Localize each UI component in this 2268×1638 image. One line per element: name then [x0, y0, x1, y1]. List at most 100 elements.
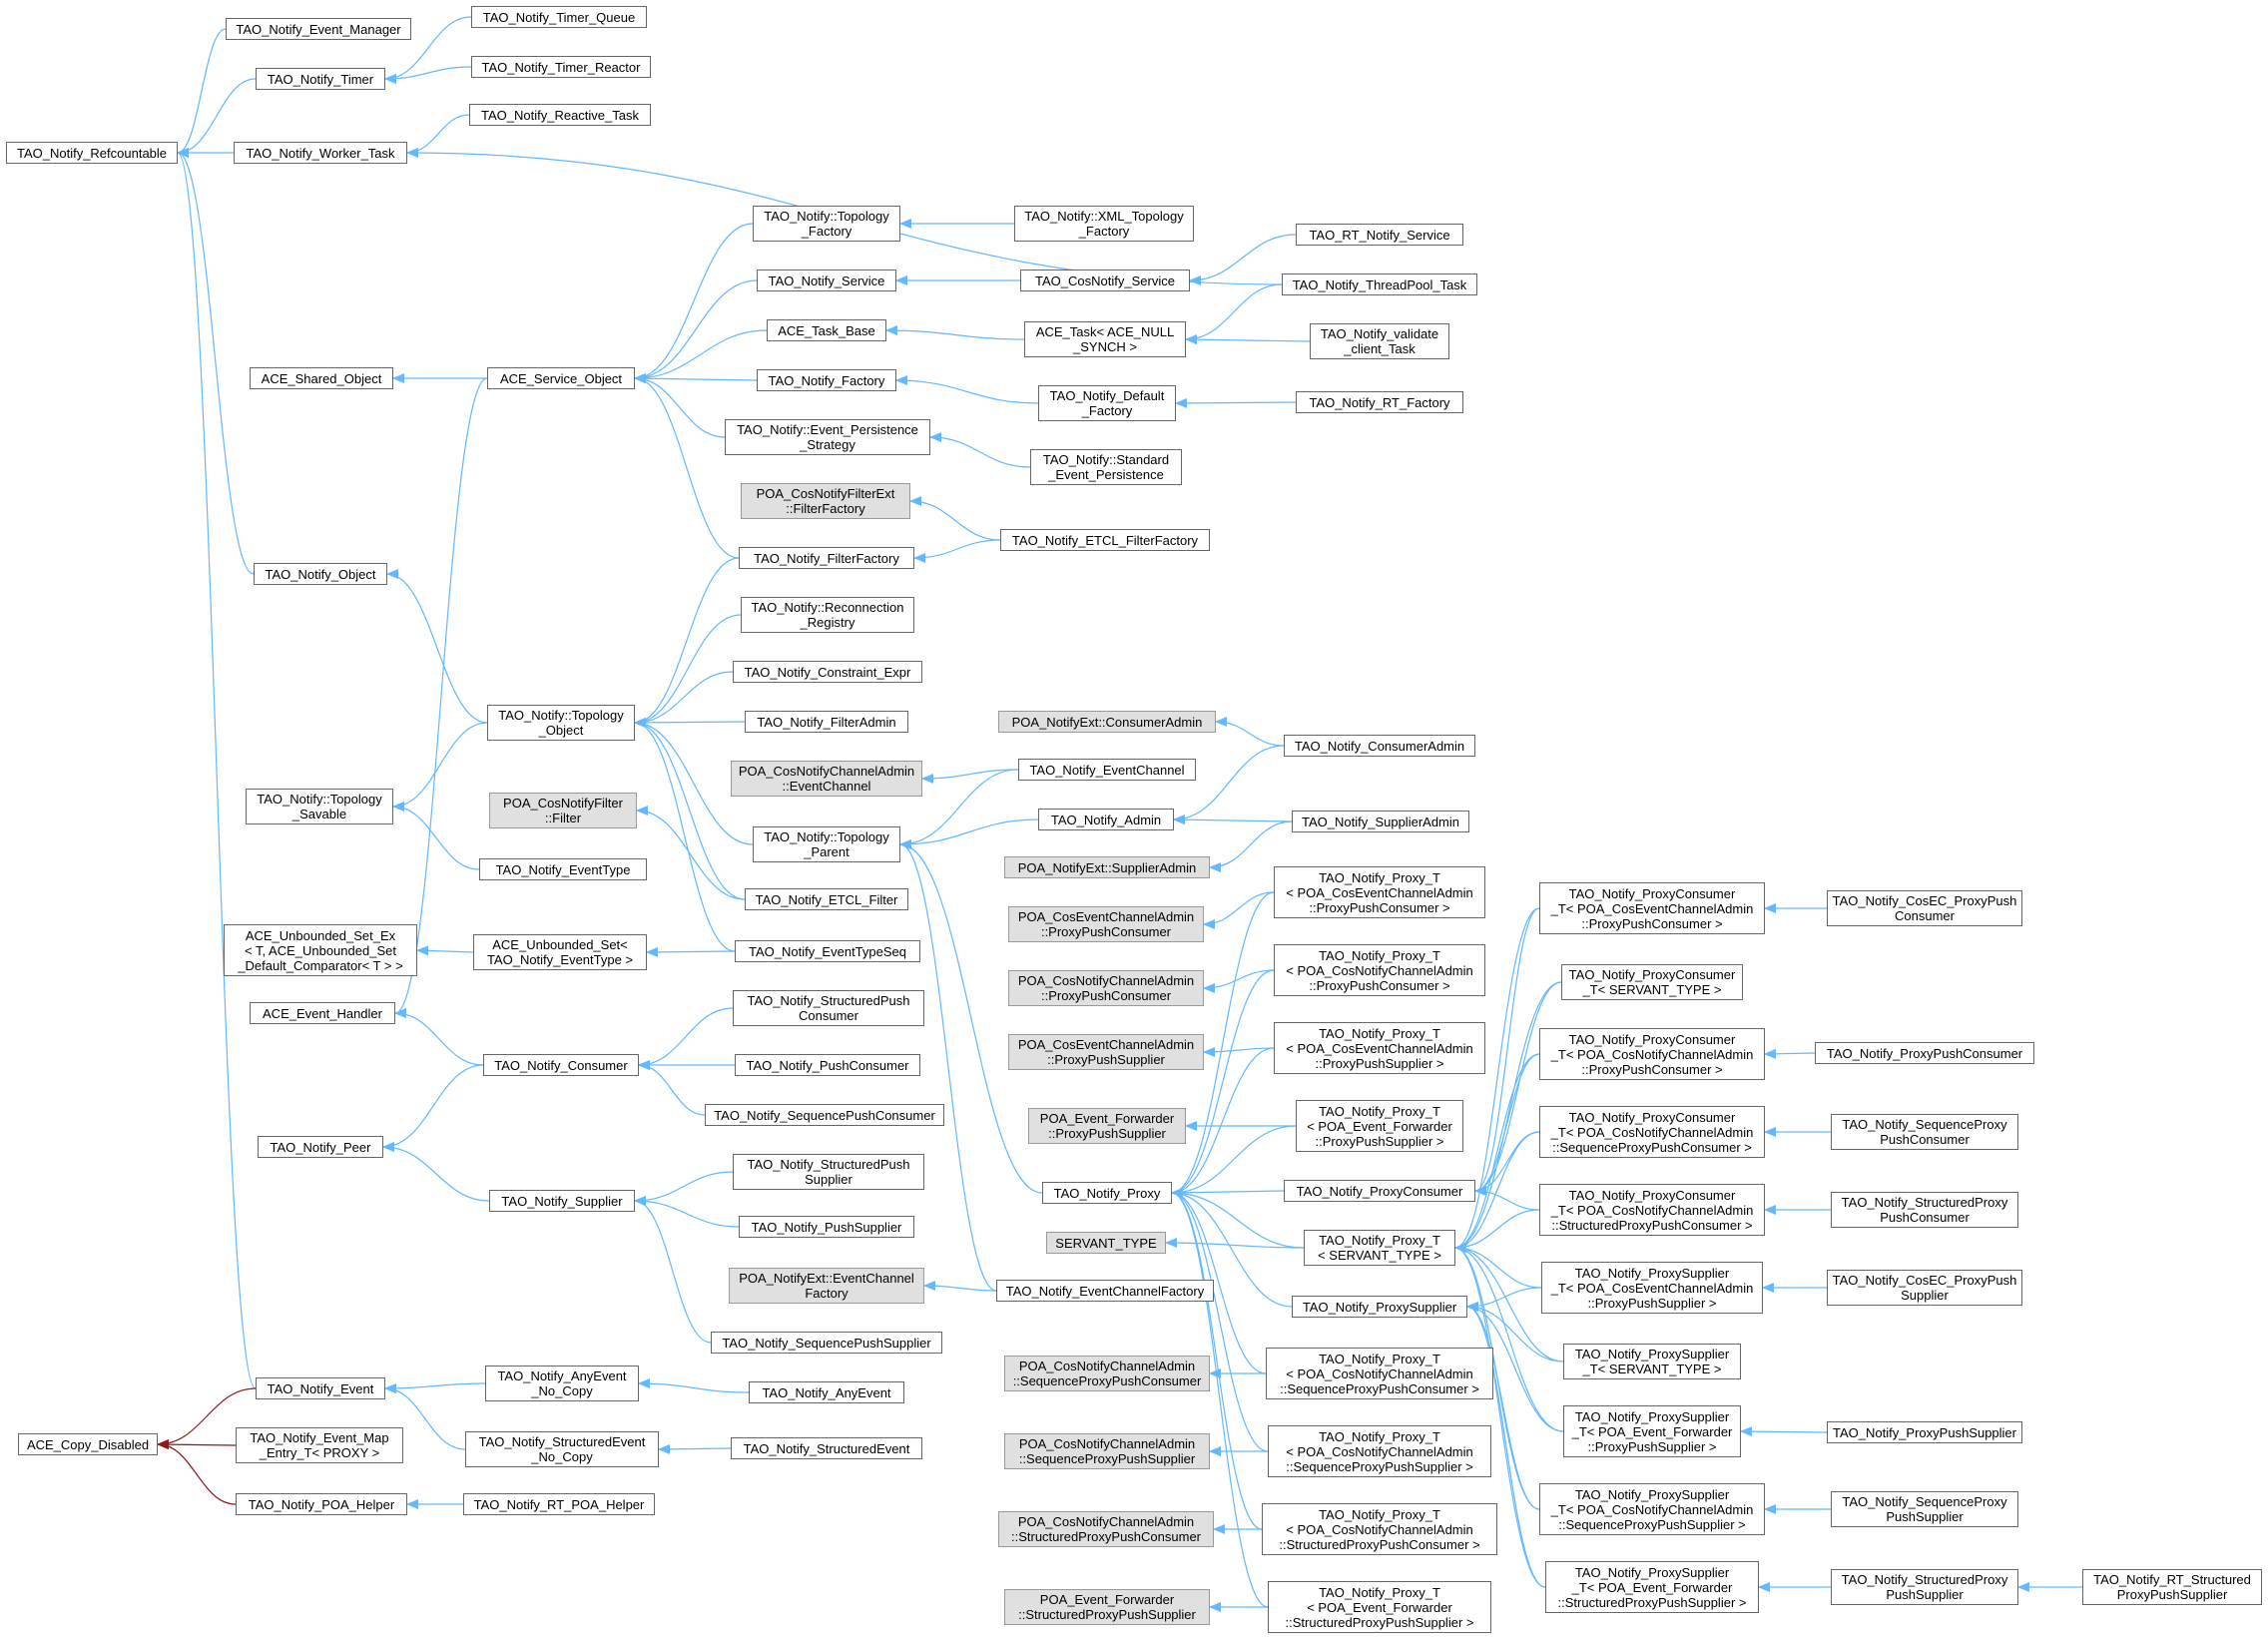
node-notify-supplier[interactable]: TAO_Notify_Supplier [489, 1190, 635, 1212]
node-proxy-t-cosnotify-strppc[interactable]: TAO_Notify_Proxy_T < POA_CosNotifyChanne… [1262, 1503, 1497, 1555]
node-consumeradmin[interactable]: TAO_Notify_ConsumerAdmin [1284, 735, 1475, 757]
node-notify-proxy[interactable]: TAO_Notify_Proxy [1042, 1182, 1172, 1204]
node-ace-unbounded-set[interactable]: ACE_Unbounded_Set< TAO_Notify_EventType … [473, 934, 647, 970]
node-timer-queue[interactable]: TAO_Notify_Timer_Queue [471, 6, 647, 28]
node-reconnection-registry[interactable]: TAO_Notify::Reconnection _Registry [741, 597, 914, 633]
node-topology-object[interactable]: TAO_Notify::Topology _Object [487, 705, 635, 741]
node-proxy-t-servant[interactable]: TAO_Notify_Proxy_T < SERVANT_TYPE > [1304, 1230, 1455, 1266]
node-poa-cosevent-proxypushconsumer[interactable]: POA_CosEventChannelAdmin ::ProxyPushCons… [1008, 906, 1204, 942]
node-pushsupplier[interactable]: TAO_Notify_PushSupplier [739, 1216, 914, 1238]
node-proxy-t-cosnotify-seqppc[interactable]: TAO_Notify_Proxy_T < POA_CosNotifyChanne… [1266, 1348, 1493, 1399]
node-timer[interactable]: TAO_Notify_Timer [256, 68, 385, 90]
node-ace-service-object[interactable]: ACE_Service_Object [487, 367, 635, 389]
node-eventtypeseq[interactable]: TAO_Notify_EventTypeSeq [735, 940, 920, 962]
node-event-manager[interactable]: TAO_Notify_Event_Manager [226, 18, 411, 40]
node-structuredevent-no-copy[interactable]: TAO_Notify_StructuredEvent _No_Copy [465, 1431, 659, 1467]
node-pc-t-servant[interactable]: TAO_Notify_ProxyConsumer _T< SERVANT_TYP… [1561, 964, 1743, 1000]
node-notify-object[interactable]: TAO_Notify_Object [254, 563, 387, 585]
node-refcountable[interactable]: TAO_Notify_Refcountable [6, 142, 178, 164]
node-poa-filter[interactable]: POA_CosNotifyFilter ::Filter [489, 793, 637, 828]
node-rt-notify-service[interactable]: TAO_RT_Notify_Service [1296, 224, 1463, 246]
node-notify-factory[interactable]: TAO_Notify_Factory [757, 369, 896, 391]
node-supplieradmin[interactable]: TAO_Notify_SupplierAdmin [1292, 811, 1469, 832]
node-poa-eventchannelfactory[interactable]: POA_NotifyExt::EventChannel Factory [729, 1268, 924, 1304]
node-topology-factory[interactable]: TAO_Notify::Topology _Factory [753, 206, 900, 242]
node-poa-cosevent-proxypushsupplier[interactable]: POA_CosEventChannelAdmin ::ProxyPushSupp… [1008, 1034, 1204, 1070]
node-constraint-expr[interactable]: TAO_Notify_Constraint_Expr [733, 661, 922, 683]
node-proxypushconsumer[interactable]: TAO_Notify_ProxyPushConsumer [1815, 1042, 2034, 1064]
node-notify-peer[interactable]: TAO_Notify_Peer [258, 1136, 383, 1158]
node-rt-poa-helper[interactable]: TAO_Notify_RT_POA_Helper [463, 1493, 655, 1515]
node-ps-t-servant[interactable]: TAO_Notify_ProxySupplier _T< SERVANT_TYP… [1563, 1344, 1741, 1379]
node-proxy-t-cosnotify-seqpps[interactable]: TAO_Notify_Proxy_T < POA_CosNotifyChanne… [1268, 1425, 1491, 1477]
node-proxy-t-forwarder-strpps[interactable]: TAO_Notify_Proxy_T < POA_Event_Forwarder… [1268, 1581, 1491, 1633]
node-pc-t-cosnotify-ppc[interactable]: TAO_Notify_ProxyConsumer _T< POA_CosNoti… [1539, 1028, 1765, 1080]
node-structuredproxypushconsumer[interactable]: TAO_Notify_StructuredProxy PushConsumer [1831, 1192, 2018, 1228]
node-servant-type[interactable]: SERVANT_TYPE [1046, 1232, 1166, 1254]
node-xml-topology-factory[interactable]: TAO_Notify::XML_Topology _Factory [1014, 206, 1194, 242]
node-poa-filterfactory[interactable]: POA_CosNotifyFilterExt ::FilterFactory [741, 483, 910, 519]
node-sequenceproxypushconsumer[interactable]: TAO_Notify_SequenceProxy PushConsumer [1831, 1114, 2018, 1150]
node-notify-proxyconsumer[interactable]: TAO_Notify_ProxyConsumer [1284, 1180, 1475, 1202]
node-topology-parent[interactable]: TAO_Notify::Topology _Parent [753, 826, 900, 862]
node-event-map-entry[interactable]: TAO_Notify_Event_Map _Entry_T< PROXY > [236, 1427, 403, 1463]
node-ace-task-null[interactable]: ACE_Task< ACE_NULL _SYNCH > [1024, 321, 1186, 357]
node-timer-reactor[interactable]: TAO_Notify_Timer_Reactor [471, 56, 651, 78]
node-anyevent[interactable]: TAO_Notify_AnyEvent [749, 1381, 904, 1403]
node-pc-t-cosevent-ppc[interactable]: TAO_Notify_ProxyConsumer _T< POA_CosEven… [1539, 882, 1765, 934]
node-eventchannel[interactable]: TAO_Notify_EventChannel [1018, 759, 1196, 781]
node-proxy-t-cosnotify-ppc[interactable]: TAO_Notify_Proxy_T < POA_CosNotifyChanne… [1274, 944, 1485, 996]
node-worker-task[interactable]: TAO_Notify_Worker_Task [234, 142, 407, 164]
node-proxy-t-forwarder-pps[interactable]: TAO_Notify_Proxy_T < POA_Event_Forwarder… [1296, 1100, 1463, 1152]
node-poa-cosnotify-seqpps[interactable]: POA_CosNotifyChannelAdmin ::SequenceProx… [1004, 1433, 1210, 1469]
node-ps-t-cosnotify-seqpps[interactable]: TAO_Notify_ProxySupplier _T< POA_CosNoti… [1539, 1483, 1765, 1535]
node-ace-unbounded-set-ex[interactable]: ACE_Unbounded_Set_Ex < T, ACE_Unbounded_… [224, 924, 417, 976]
node-poa-supplieradmin[interactable]: POA_NotifyExt::SupplierAdmin [1004, 856, 1210, 878]
node-threadpool-task[interactable]: TAO_Notify_ThreadPool_Task [1282, 273, 1477, 295]
node-etcl-filter[interactable]: TAO_Notify_ETCL_Filter [745, 888, 908, 910]
node-filterfactory[interactable]: TAO_Notify_FilterFactory [739, 547, 914, 569]
node-sequenceproxypushsupplier[interactable]: TAO_Notify_SequenceProxy PushSupplier [1831, 1491, 2018, 1527]
node-structuredevent[interactable]: TAO_Notify_StructuredEvent [731, 1437, 922, 1459]
node-poa-eventchannel[interactable]: POA_CosNotifyChannelAdmin ::EventChannel [731, 761, 922, 797]
node-ps-t-cosevent-pps[interactable]: TAO_Notify_ProxySupplier _T< POA_CosEven… [1541, 1262, 1763, 1314]
node-poa-forwarder-proxypushsupplier[interactable]: POA_Event_Forwarder ::ProxyPushSupplier [1028, 1108, 1186, 1144]
node-rt-factory[interactable]: TAO_Notify_RT_Factory [1296, 391, 1463, 413]
node-poa-cosnotify-proxypushconsumer[interactable]: POA_CosNotifyChannelAdmin ::ProxyPushCon… [1008, 970, 1204, 1006]
node-standard-event-persistence[interactable]: TAO_Notify::Standard _Event_Persistence [1030, 449, 1182, 485]
node-pc-t-cosnotify-seqppc[interactable]: TAO_Notify_ProxyConsumer _T< POA_CosNoti… [1539, 1106, 1765, 1158]
node-notify-event[interactable]: TAO_Notify_Event [256, 1377, 385, 1399]
node-structuredpush-supplier[interactable]: TAO_Notify_StructuredPush Supplier [733, 1154, 924, 1190]
node-ps-t-forwarder-pps[interactable]: TAO_Notify_ProxySupplier _T< POA_Event_F… [1563, 1405, 1741, 1457]
node-ace-task-base[interactable]: ACE_Task_Base [767, 319, 886, 341]
node-pushconsumer[interactable]: TAO_Notify_PushConsumer [735, 1054, 920, 1076]
node-pc-t-cosnotify-strppc[interactable]: TAO_Notify_ProxyConsumer _T< POA_CosNoti… [1539, 1184, 1765, 1236]
node-proxy-t-cosevent-ppc[interactable]: TAO_Notify_Proxy_T < POA_CosEventChannel… [1274, 866, 1485, 918]
node-default-factory[interactable]: TAO_Notify_Default _Factory [1038, 385, 1176, 421]
node-etcl-filterfactory[interactable]: TAO_Notify_ETCL_FilterFactory [1000, 529, 1210, 551]
node-validate-client-task[interactable]: TAO_Notify_validate _client_Task [1310, 323, 1449, 359]
node-ace-copy-disabled[interactable]: ACE_Copy_Disabled [18, 1433, 158, 1455]
node-poa-cosnotify-strppc[interactable]: POA_CosNotifyChannelAdmin ::StructuredPr… [998, 1511, 1214, 1547]
node-topology-savable[interactable]: TAO_Notify::Topology _Savable [246, 789, 393, 824]
node-eventtype[interactable]: TAO_Notify_EventType [479, 858, 647, 880]
node-reactive-task[interactable]: TAO_Notify_Reactive_Task [469, 104, 651, 126]
node-notify-admin[interactable]: TAO_Notify_Admin [1038, 809, 1174, 830]
node-anyevent-no-copy[interactable]: TAO_Notify_AnyEvent _No_Copy [485, 1365, 639, 1401]
node-notify-service[interactable]: TAO_Notify_Service [757, 270, 896, 291]
node-poa-cosnotify-seqppc[interactable]: POA_CosNotifyChannelAdmin ::SequenceProx… [1004, 1356, 1210, 1391]
node-poa-forwarder-strpps[interactable]: POA_Event_Forwarder ::StructuredProxyPus… [1004, 1589, 1210, 1625]
node-sequencepushsupplier[interactable]: TAO_Notify_SequencePushSupplier [711, 1332, 942, 1354]
node-ace-event-handler[interactable]: ACE_Event_Handler [250, 1002, 395, 1024]
node-poa-consumeradmin[interactable]: POA_NotifyExt::ConsumerAdmin [998, 711, 1216, 733]
node-cosec-proxypushsupplier[interactable]: TAO_Notify_CosEC_ProxyPush Supplier [1827, 1270, 2022, 1306]
node-filteradmin[interactable]: TAO_Notify_FilterAdmin [745, 711, 908, 733]
node-cosnotify-service[interactable]: TAO_CosNotify_Service [1020, 270, 1190, 291]
node-poa-helper[interactable]: TAO_Notify_POA_Helper [236, 1493, 407, 1515]
node-notify-proxysupplier[interactable]: TAO_Notify_ProxySupplier [1292, 1296, 1467, 1318]
node-proxypushsupplier[interactable]: TAO_Notify_ProxyPushSupplier [1827, 1421, 2022, 1443]
node-proxy-t-cosevent-pps[interactable]: TAO_Notify_Proxy_T < POA_CosEventChannel… [1274, 1022, 1485, 1074]
node-rt-structuredproxypushsupplier[interactable]: TAO_Notify_RT_Structured ProxyPushSuppli… [2082, 1569, 2262, 1605]
node-ace-shared-object[interactable]: ACE_Shared_Object [250, 367, 393, 389]
node-structuredpush-consumer[interactable]: TAO_Notify_StructuredPush Consumer [733, 990, 924, 1026]
